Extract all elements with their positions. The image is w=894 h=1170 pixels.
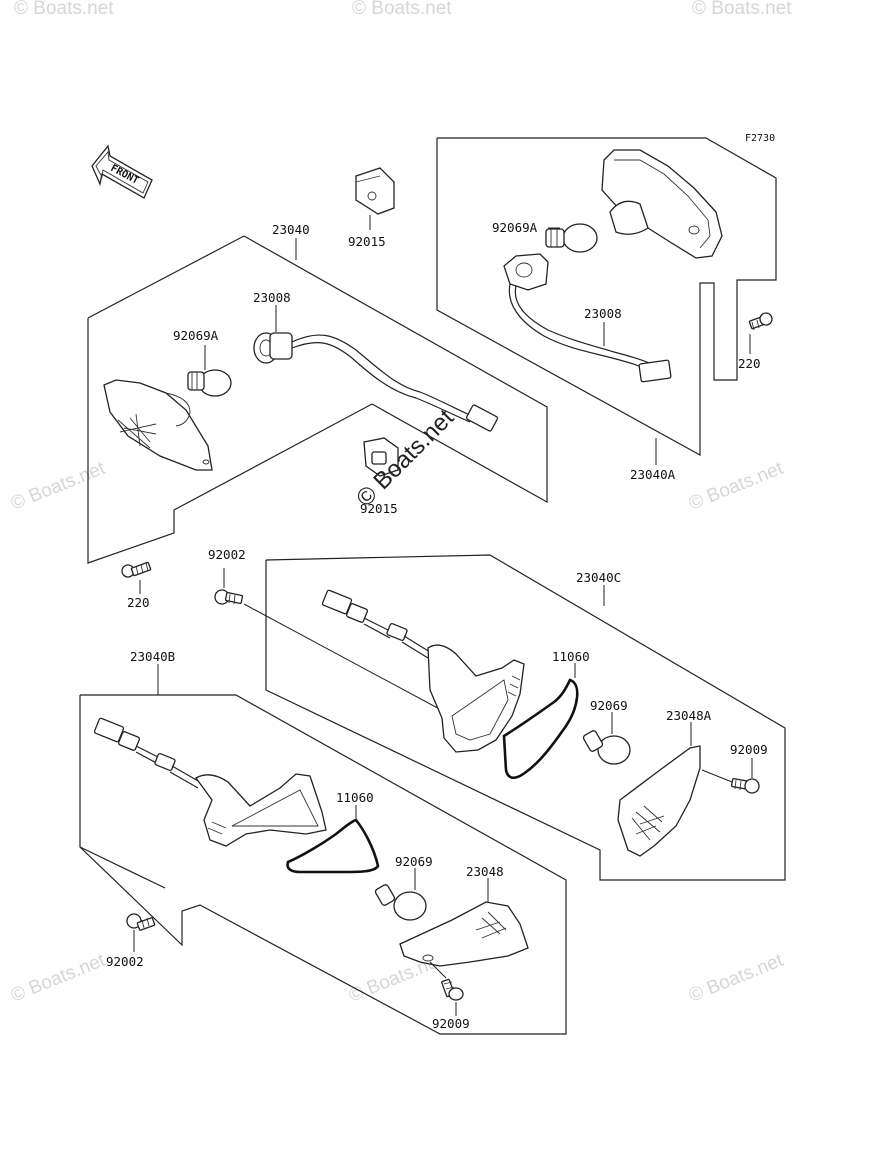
group-frame: [436, 137, 777, 457]
clip-92015-top: [355, 167, 395, 230]
bulb-92069A-left: [187, 345, 232, 397]
assembly-23040C: 23040C 92002 11060: [208, 547, 786, 881]
part-label-92069A: 92069A: [173, 328, 219, 343]
part-label-23048A: 23048A: [666, 708, 712, 723]
figure-ref: F2730: [745, 133, 775, 144]
clip-92015-mid: [363, 437, 399, 477]
part-label-23040: 23040: [272, 222, 310, 237]
socket-harness-23008-right: [503, 253, 672, 383]
part-label-23040A: 23040A: [630, 467, 676, 482]
gasket-11060-right: [502, 678, 579, 780]
screw-220-right: [748, 312, 773, 354]
part-label-23048: 23048: [466, 864, 504, 879]
screw-92002-top: [214, 568, 446, 713]
part-label-23008-right: 23008: [584, 306, 622, 321]
turn-signal-lens: [103, 379, 213, 471]
watermark: © Boats.net: [686, 458, 787, 515]
bulb-92069-right: [582, 712, 631, 765]
bulb-92069-left: [374, 868, 427, 921]
screw-92009-bottom: [429, 961, 464, 1016]
part-label-23040B: 23040B: [130, 649, 175, 664]
turn-signal-housing-23040C: [321, 589, 525, 753]
watermark: © Boats.net: [692, 0, 792, 19]
part-label-92002-top: 92002: [208, 547, 246, 562]
part-label-23040C: 23040C: [576, 570, 621, 585]
group-frame: [79, 694, 567, 1035]
part-label-220-right: 220: [738, 356, 761, 371]
watermark: © Boats.net: [8, 458, 109, 515]
part-label-92015: 92015: [360, 501, 398, 516]
lens-23048: [399, 878, 529, 967]
lens-23048A: [617, 722, 701, 857]
screw-92009-right: [701, 758, 760, 794]
gasket-11060-left: [286, 818, 380, 874]
turn-signal-lens-right: [601, 149, 723, 259]
screw-92002-bottom: [126, 913, 156, 952]
watermark: © Boats.net: [14, 0, 114, 19]
part-label-92015-top: 92015: [348, 234, 386, 249]
front-arrow-icon: FRONT: [91, 144, 153, 199]
part-label-92002-bottom: 92002: [106, 954, 144, 969]
socket-harness-23008-left: [253, 305, 499, 432]
part-label-92009-right: 92009: [730, 742, 768, 757]
part-label-92009-bottom: 92009: [432, 1016, 470, 1031]
watermark: © Boats.net: [8, 950, 109, 1007]
assembly-23040: 23040 92069A 23008: [87, 222, 548, 610]
part-label-220: 220: [127, 595, 150, 610]
part-label-92069A-right: 92069A: [492, 220, 538, 235]
part-label-11060-left: 11060: [336, 790, 374, 805]
group-frame: [265, 554, 786, 881]
assembly-23040B: 23040B 11060 92069: [79, 649, 567, 1035]
part-label-11060-right: 11060: [552, 649, 590, 664]
watermark: © Boats.net: [352, 0, 452, 19]
bulb-92069A-right: [545, 223, 598, 253]
turn-signal-housing-23040B: [93, 717, 327, 847]
part-label-92069-right: 92069: [590, 698, 628, 713]
part-label-23008: 23008: [253, 290, 291, 305]
watermark: © Boats.net: [686, 950, 787, 1007]
part-label-92069-left: 92069: [395, 854, 433, 869]
screw-220-left: [121, 561, 152, 594]
group-frame: [87, 235, 548, 564]
assembly-23040A: 23040A 92069A 23008: [436, 137, 777, 482]
